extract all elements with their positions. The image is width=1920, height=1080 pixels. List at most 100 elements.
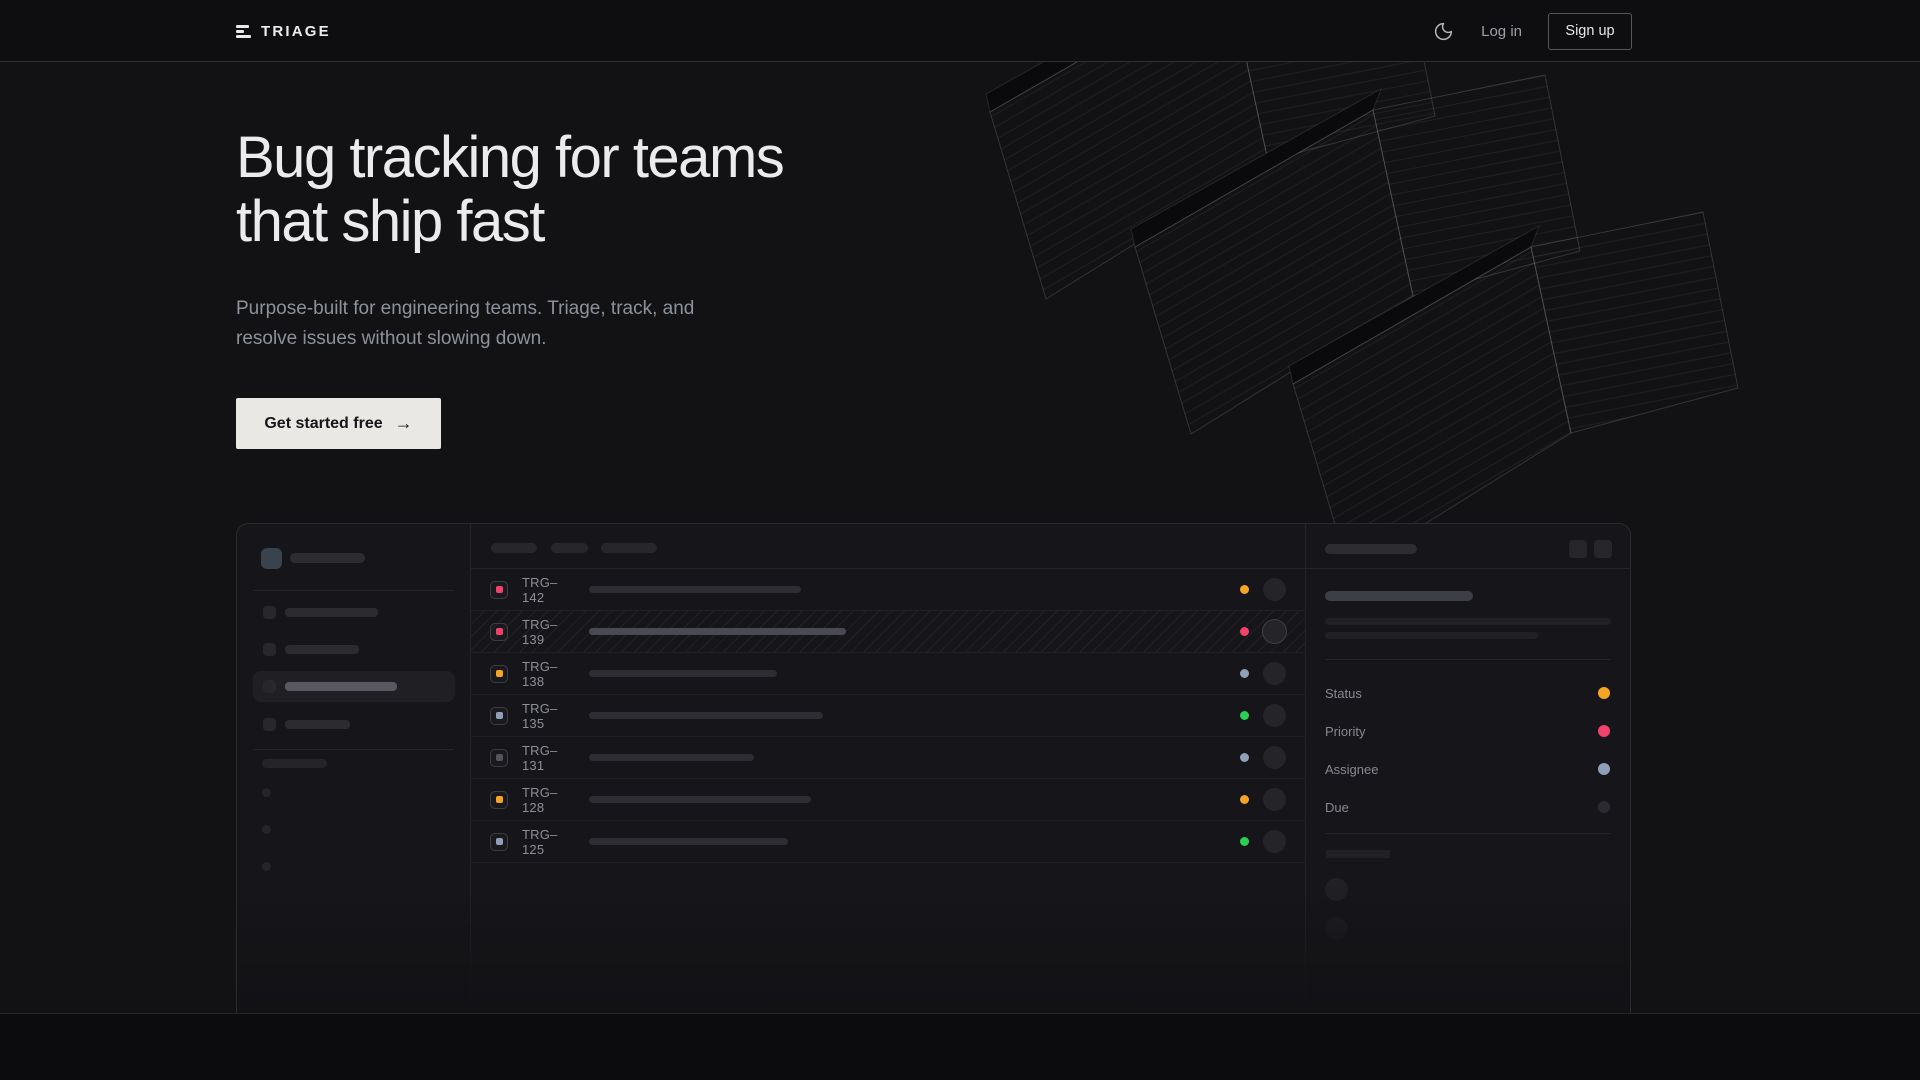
app-mockup-window: TRG–142 TRG–139 TRG–138 TRG–135 TRG–131 … <box>236 523 1631 1013</box>
issue-rows: TRG–142 TRG–139 TRG–138 TRG–135 TRG–131 … <box>471 569 1305 863</box>
workspace-avatar-skeleton <box>261 548 282 569</box>
issue-type-icon <box>490 664 508 683</box>
issue-avatar-skeleton <box>1263 620 1286 643</box>
sidebar-item-icon <box>263 718 276 731</box>
issue-title-skeleton <box>589 754 754 761</box>
issue-id: TRG–131 <box>522 742 558 773</box>
detail-row: Priority <box>1325 712 1611 750</box>
sidebar-dot-skeleton <box>262 788 271 797</box>
issue-avatar-skeleton <box>1263 830 1286 853</box>
issue-row: TRG–142 <box>471 569 1305 611</box>
detail-row: Due <box>1325 788 1611 826</box>
detail-row-label: Priority <box>1325 723 1366 739</box>
list-tab-skeleton <box>491 543 537 553</box>
sidebar-dot-skeleton <box>262 825 271 834</box>
sidebar-divider <box>253 749 454 750</box>
issue-type-icon <box>490 622 508 641</box>
issue-title-skeleton <box>589 628 846 635</box>
hero-heading-line2: that ship fast <box>236 189 545 254</box>
detail-row-dot <box>1598 801 1610 813</box>
mockup-issue-list: TRG–142 TRG–139 TRG–138 TRG–135 TRG–131 … <box>471 524 1305 1013</box>
hero-section: Bug tracking for teams that ship fast Pu… <box>0 62 1920 1013</box>
brand-name: TRIAGE <box>261 22 331 40</box>
sidebar-item-icon <box>263 680 276 693</box>
top-nav: TRIAGE Log in Sign up <box>0 0 1920 62</box>
issue-status-dot <box>1240 669 1249 678</box>
issue-status-dot <box>1240 837 1249 846</box>
detail-row-label: Status <box>1325 685 1362 701</box>
issue-avatar-skeleton <box>1263 788 1286 811</box>
issue-id: TRG–125 <box>522 826 558 857</box>
issue-row: TRG–125 <box>471 821 1305 863</box>
hero-subtext-line1: Purpose-built for engineering teams. Tri… <box>236 298 695 319</box>
issue-status-dot <box>1240 711 1249 720</box>
detail-row-label: Due <box>1325 799 1349 815</box>
signup-button[interactable]: Sign up <box>1548 12 1632 50</box>
sidebar-item-icon <box>263 643 276 656</box>
issue-id: TRG–135 <box>522 700 558 731</box>
issue-row: TRG–138 <box>471 653 1305 695</box>
detail-avatar-skeleton <box>1325 878 1348 901</box>
issue-row: TRG–135 <box>471 695 1305 737</box>
hero-subtext-line2: resolve issues without slowing down. <box>236 328 547 349</box>
issue-status-dot <box>1240 627 1249 636</box>
issue-avatar-skeleton <box>1263 746 1286 769</box>
brand-logo[interactable]: TRIAGE <box>236 0 331 62</box>
detail-header-skeleton <box>1325 544 1417 554</box>
detail-row-dot <box>1598 763 1610 775</box>
detail-panel-header <box>1306 524 1630 569</box>
issue-status-dot <box>1240 585 1249 594</box>
issue-avatar-skeleton <box>1263 704 1286 727</box>
detail-rows: Status Priority Assignee Due <box>1325 674 1611 826</box>
detail-row-dot <box>1598 725 1610 737</box>
detail-row: Status <box>1325 674 1611 712</box>
detail-action-skeleton <box>1569 540 1587 558</box>
issue-avatar-skeleton <box>1263 662 1286 685</box>
issue-id: TRG–142 <box>522 574 558 605</box>
issue-list-header <box>471 524 1305 569</box>
issue-row: TRG–131 <box>471 737 1305 779</box>
nav-actions: Log in Sign up <box>1431 0 1632 62</box>
issue-title-skeleton <box>589 586 801 593</box>
arrow-right-icon: → <box>394 413 413 433</box>
issue-status-dot <box>1240 795 1249 804</box>
hero-heading: Bug tracking for teams that ship fast <box>236 126 785 254</box>
detail-action-skeleton <box>1594 540 1612 558</box>
list-tab-skeleton <box>551 543 588 553</box>
issue-title-skeleton <box>589 796 811 803</box>
sidebar-item-skeleton <box>285 720 350 729</box>
triage-bars-icon <box>236 24 251 38</box>
detail-section-skeleton <box>1326 850 1390 858</box>
detail-line-skeleton <box>1325 632 1538 639</box>
sidebar-active-item-skeleton <box>285 682 397 691</box>
detail-avatar-skeleton <box>1325 917 1348 940</box>
sidebar-dot-skeleton <box>262 862 271 871</box>
issue-id: TRG–128 <box>522 784 558 815</box>
detail-row-dot <box>1598 687 1610 699</box>
get-started-button[interactable]: Get started free → <box>236 398 441 449</box>
moon-icon <box>1434 22 1452 40</box>
issue-status-dot <box>1240 753 1249 762</box>
sidebar-item-skeleton <box>285 645 359 654</box>
mockup-sidebar <box>237 524 471 1013</box>
issue-title-skeleton <box>589 670 777 677</box>
issue-title-skeleton <box>589 838 788 845</box>
login-link[interactable]: Log in <box>1481 22 1522 40</box>
sidebar-item-icon <box>263 606 276 619</box>
issue-type-icon <box>490 580 508 599</box>
issue-row: TRG–139 <box>471 611 1305 653</box>
workspace-name-skeleton <box>290 553 365 563</box>
detail-divider <box>1325 833 1611 834</box>
sidebar-section-skeleton <box>262 759 327 768</box>
theme-toggle-button[interactable] <box>1431 19 1455 43</box>
hero-subtext: Purpose-built for engineering teams. Tri… <box>236 294 694 354</box>
detail-line-skeleton <box>1325 618 1611 625</box>
mockup-detail-panel: Status Priority Assignee Due <box>1305 524 1630 1013</box>
sidebar-divider <box>253 590 454 591</box>
issue-id: TRG–139 <box>522 616 558 647</box>
detail-row: Assignee <box>1325 750 1611 788</box>
footer-strip <box>0 1013 1920 1080</box>
issue-type-icon <box>490 832 508 851</box>
issue-type-icon <box>490 706 508 725</box>
issue-avatar-skeleton <box>1263 578 1286 601</box>
